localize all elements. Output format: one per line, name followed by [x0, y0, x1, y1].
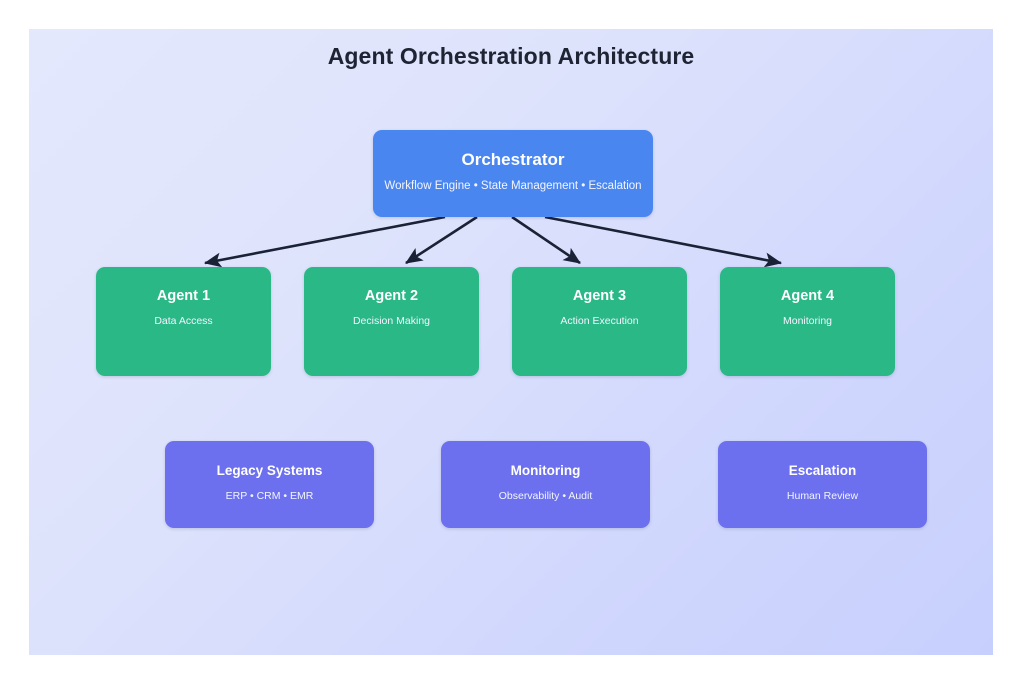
node-agent-3[interactable]: Agent 3 Action Execution: [512, 267, 687, 376]
node-legacy-systems[interactable]: Legacy Systems ERP • CRM • EMR: [165, 441, 374, 528]
node-agent-2-subtitle: Decision Making: [352, 314, 431, 327]
page-title: Agent Orchestration Architecture: [327, 43, 695, 69]
node-orchestrator-subtitle: Workflow Engine • State Management • Esc…: [384, 179, 642, 192]
node-agent-1-subtitle: Data Access: [154, 314, 213, 327]
node-monitoring[interactable]: Monitoring Observability • Audit: [441, 441, 650, 528]
node-monitoring-subtitle: Observability • Audit: [498, 489, 593, 502]
connector-orchestrator-agent-1: [203, 215, 446, 268]
connector-orchestrator-agent-3: [511, 215, 581, 265]
node-agent-4[interactable]: Agent 4 Monitoring: [720, 267, 895, 376]
node-agent-4-subtitle: Monitoring: [782, 314, 833, 327]
node-legacy-systems-title: Legacy Systems: [216, 463, 323, 478]
node-agent-1-title: Agent 1: [156, 288, 211, 304]
node-agent-3-subtitle: Action Execution: [560, 314, 639, 327]
node-orchestrator-title: Orchestrator: [461, 150, 565, 169]
connector-orchestrator-agent-2: [405, 215, 478, 265]
node-agent-1[interactable]: Agent 1 Data Access: [96, 267, 271, 376]
node-escalation-title: Escalation: [788, 463, 857, 478]
node-orchestrator[interactable]: Orchestrator Workflow Engine • State Man…: [373, 130, 653, 217]
node-agent-3-title: Agent 3: [572, 288, 627, 304]
connector-orchestrator-agent-4: [544, 215, 783, 268]
node-escalation[interactable]: Escalation Human Review: [718, 441, 927, 528]
node-monitoring-title: Monitoring: [510, 463, 581, 478]
diagram-canvas: Agent Orchestration Architecture Orchest…: [29, 29, 993, 655]
node-agent-2-title: Agent 2: [364, 288, 419, 304]
node-escalation-subtitle: Human Review: [786, 489, 859, 502]
node-agent-2[interactable]: Agent 2 Decision Making: [304, 267, 479, 376]
node-agent-4-title: Agent 4: [780, 288, 835, 304]
node-legacy-systems-subtitle: ERP • CRM • EMR: [225, 489, 314, 502]
